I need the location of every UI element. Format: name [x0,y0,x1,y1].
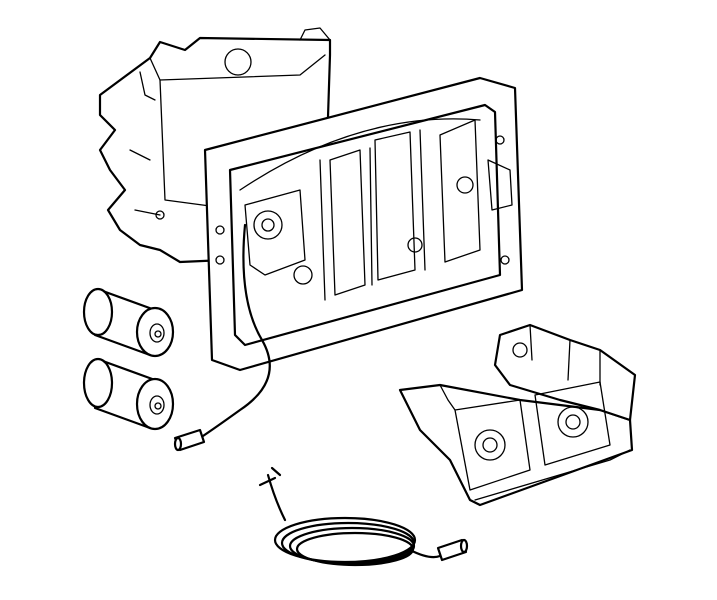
battery-upper [82,287,175,358]
control-module [398,323,637,507]
coiled-cable-connector [436,538,469,562]
battery-lower [82,357,175,431]
cable-connector [173,428,206,452]
sensor-cable [198,223,271,440]
coiled-cable [258,466,442,567]
actuator-frame [203,76,524,372]
